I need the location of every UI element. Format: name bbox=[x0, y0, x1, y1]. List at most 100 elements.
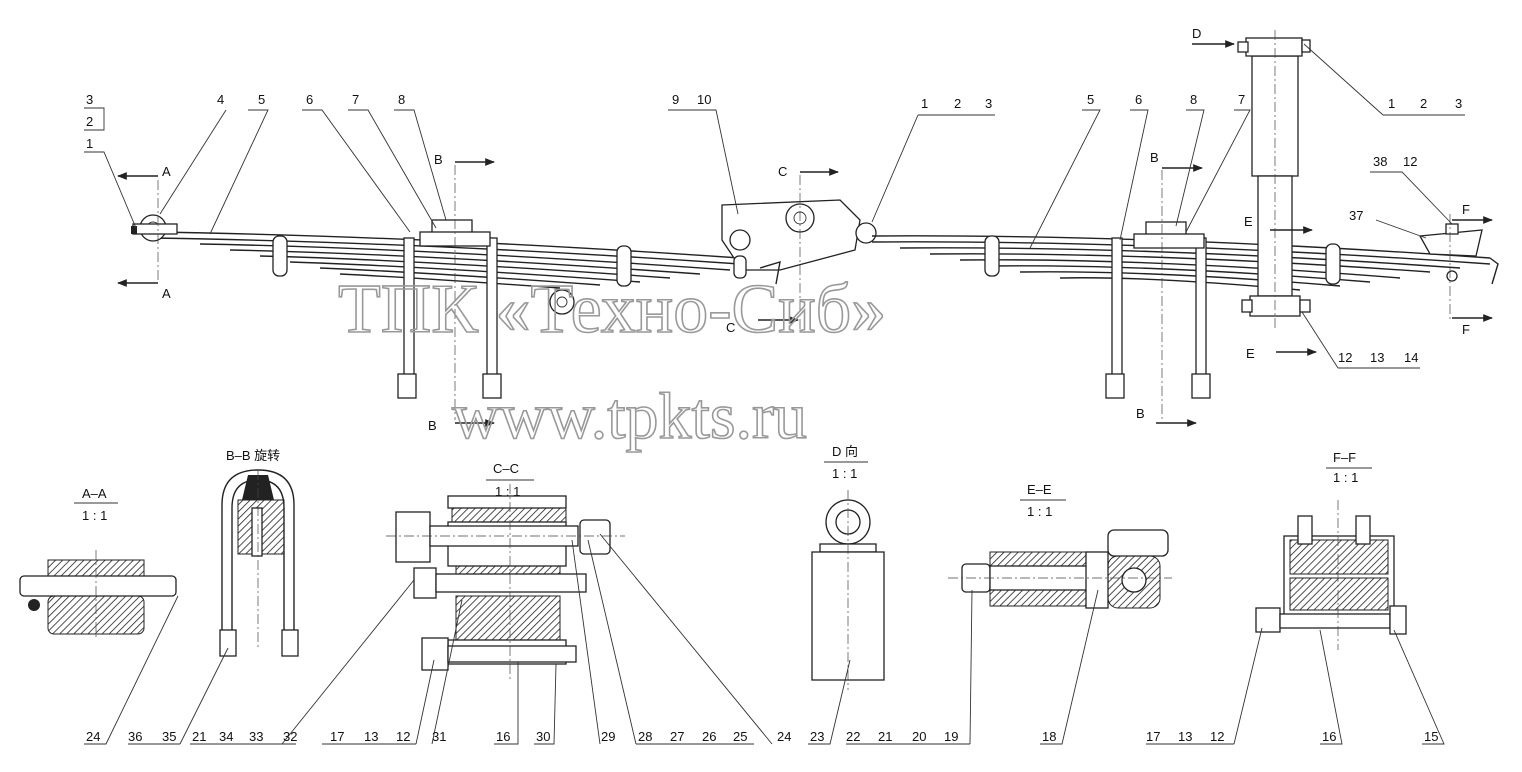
svg-text:5: 5 bbox=[258, 92, 265, 107]
svg-text:13: 13 bbox=[1370, 350, 1384, 365]
callout-number: 16 bbox=[496, 729, 510, 744]
svg-text:2: 2 bbox=[954, 96, 961, 111]
section-e-e: E–E 1 : 1 bbox=[948, 482, 1172, 609]
svg-text:F: F bbox=[1462, 202, 1470, 217]
svg-text:1: 1 bbox=[921, 96, 928, 111]
callout-number: 26 bbox=[702, 729, 716, 744]
callout-number: 29 bbox=[601, 729, 615, 744]
callout-number: 33 bbox=[249, 729, 263, 744]
main-callouts: 3 2 1 4 5 6 7 8 9 10 1 2 3 5 6 8 7 1 2 3… bbox=[86, 92, 1462, 365]
svg-text:1 : 1: 1 : 1 bbox=[1333, 470, 1358, 485]
callout-number: 31 bbox=[432, 729, 446, 744]
svg-text:E: E bbox=[1244, 214, 1253, 229]
svg-text:A: A bbox=[162, 286, 171, 301]
bottom-leaders bbox=[84, 533, 1445, 745]
svg-text:1 : 1: 1 : 1 bbox=[495, 484, 520, 499]
svg-text:14: 14 bbox=[1404, 350, 1418, 365]
svg-text:F: F bbox=[1462, 322, 1470, 337]
section-c-c: C–C 1 : 1 bbox=[386, 461, 625, 680]
callout-number: 17 bbox=[330, 729, 344, 744]
callout-number: 24 bbox=[86, 729, 100, 744]
callout-number: 15 bbox=[1424, 729, 1438, 744]
section-f-f: F–F 1 : 1 bbox=[1255, 450, 1407, 650]
svg-text:12: 12 bbox=[1338, 350, 1352, 365]
svg-text:5: 5 bbox=[1087, 92, 1094, 107]
section-b-b: B–B 旋转 bbox=[219, 448, 299, 657]
callout-number: 25 bbox=[733, 729, 747, 744]
bottom-callouts: 24 36 35 21 34 33 32 17 13 12 31 16 30 29 28 27 26 25 24 23… bbox=[86, 729, 1438, 744]
svg-text:www.tpkts.ru: www.tpkts.ru bbox=[452, 380, 807, 453]
svg-text:1 : 1: 1 : 1 bbox=[832, 466, 857, 481]
svg-text:C: C bbox=[726, 320, 735, 335]
main-leaders bbox=[84, 43, 1465, 369]
svg-text:7: 7 bbox=[1238, 92, 1245, 107]
svg-text:38: 38 bbox=[1373, 154, 1387, 169]
svg-text:9: 9 bbox=[672, 92, 679, 107]
callout-number: 30 bbox=[536, 729, 550, 744]
callout-number: 34 bbox=[219, 729, 233, 744]
svg-text:6: 6 bbox=[1135, 92, 1142, 107]
callout-number: 22 bbox=[846, 729, 860, 744]
callout-number: 24 bbox=[777, 729, 791, 744]
callout-number: 12 bbox=[1210, 729, 1224, 744]
front-leaf-spring bbox=[131, 214, 741, 289]
svg-text:D: D bbox=[1192, 26, 1201, 41]
svg-text:2: 2 bbox=[1420, 96, 1427, 111]
callout-number: 12 bbox=[396, 729, 410, 744]
section-a-a: A–A 1 : 1 bbox=[19, 486, 177, 640]
view-d: D 向 1 : 1 bbox=[811, 444, 885, 690]
callout-number: 21 bbox=[878, 729, 892, 744]
svg-text:C: C bbox=[778, 164, 787, 179]
callout-number: 23 bbox=[810, 729, 824, 744]
svg-text:C–C: C–C bbox=[493, 461, 519, 476]
svg-text:3: 3 bbox=[1455, 96, 1462, 111]
svg-text:1 : 1: 1 : 1 bbox=[82, 508, 107, 523]
svg-text:6: 6 bbox=[306, 92, 313, 107]
svg-text:B: B bbox=[1136, 406, 1145, 421]
svg-text:1: 1 bbox=[1388, 96, 1395, 111]
svg-text:F–F: F–F bbox=[1333, 450, 1356, 465]
svg-text:B–B 旋转: B–B 旋转 bbox=[226, 448, 280, 463]
svg-text:1 : 1: 1 : 1 bbox=[1027, 504, 1052, 519]
callout-number: 32 bbox=[283, 729, 297, 744]
callout-number: 35 bbox=[162, 729, 176, 744]
callout-number: 27 bbox=[670, 729, 684, 744]
callout-number: 13 bbox=[1178, 729, 1192, 744]
rear-leaf-spring bbox=[871, 221, 1499, 399]
svg-text:4: 4 bbox=[217, 92, 224, 107]
center-hanger-bracket bbox=[549, 199, 877, 315]
svg-text:10: 10 bbox=[697, 92, 711, 107]
svg-text:1: 1 bbox=[86, 136, 93, 151]
cut-lines bbox=[117, 40, 1493, 427]
svg-text:ТПК «Техно-Сиб»: ТПК «Техно-Сиб» bbox=[338, 271, 886, 348]
svg-text:12: 12 bbox=[1403, 154, 1417, 169]
callout-number: 13 bbox=[364, 729, 378, 744]
svg-text:E: E bbox=[1246, 346, 1255, 361]
svg-text:3: 3 bbox=[985, 96, 992, 111]
callout-number: 36 bbox=[128, 729, 142, 744]
svg-text:E–E: E–E bbox=[1027, 482, 1052, 497]
callout-number: 28 bbox=[638, 729, 652, 744]
callout-number: 16 bbox=[1322, 729, 1336, 744]
svg-text:8: 8 bbox=[1190, 92, 1197, 107]
callout-number: 17 bbox=[1146, 729, 1160, 744]
callout-number: 20 bbox=[912, 729, 926, 744]
cut-mark-letters: A A B B C C B B D E E F F bbox=[162, 26, 1470, 433]
svg-text:D 向: D 向 bbox=[832, 444, 858, 459]
svg-text:A: A bbox=[162, 164, 171, 179]
callout-number: 21 bbox=[192, 729, 206, 744]
main-view: 3 2 1 4 5 6 7 8 9 10 1 2 3 5 6 8 7 1 2 3… bbox=[84, 26, 1499, 433]
svg-text:A–A: A–A bbox=[82, 486, 107, 501]
svg-text:B: B bbox=[434, 152, 443, 167]
callout-number: 18 bbox=[1042, 729, 1056, 744]
svg-text:37: 37 bbox=[1349, 208, 1363, 223]
watermark: ТПК «Техно-Сиб» www.tpkts.ru bbox=[337, 270, 887, 454]
svg-text:7: 7 bbox=[352, 92, 359, 107]
svg-text:B: B bbox=[428, 418, 437, 433]
svg-text:3: 3 bbox=[86, 92, 93, 107]
svg-text:2: 2 bbox=[86, 114, 93, 129]
svg-text:B: B bbox=[1150, 150, 1159, 165]
svg-text:8: 8 bbox=[398, 92, 405, 107]
callout-number: 19 bbox=[944, 729, 958, 744]
